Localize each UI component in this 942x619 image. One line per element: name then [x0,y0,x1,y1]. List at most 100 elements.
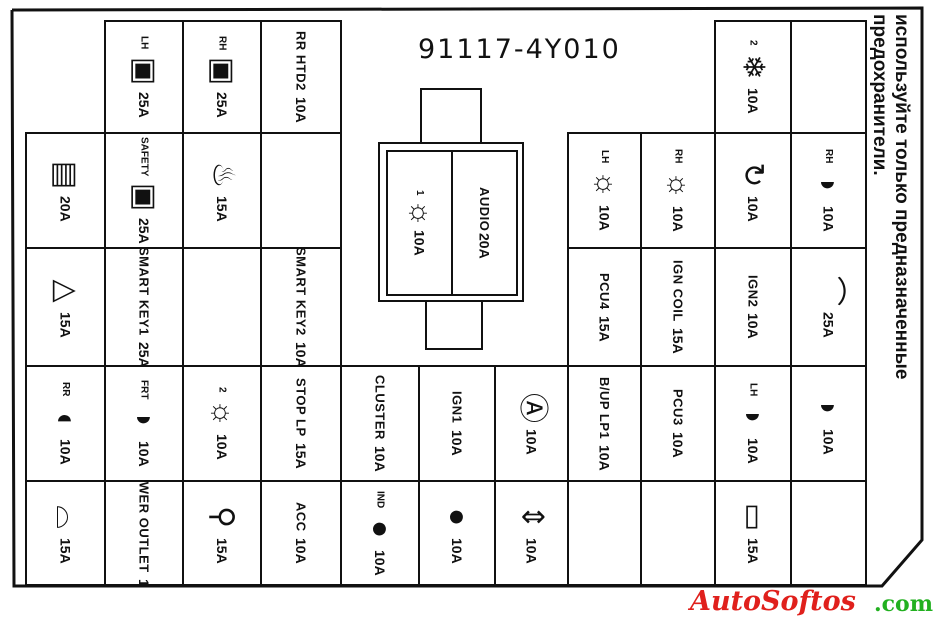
room-lamp-icon: ☼ [206,399,239,428]
fuse-content: FRT◗10A [128,379,161,468]
fuse-content: RH ◗ 10A [813,149,846,232]
fuse-rating: 10A [820,205,837,232]
airbag-icon: ● [441,508,474,527]
fuse-content: ●10A [441,502,474,564]
fuse-label: IGN2 [745,274,761,308]
empty-fuse-slot [790,480,867,586]
fuse-content: LH◗10A [737,382,770,465]
abs-icon: Ⓐ [515,392,549,423]
fuse-content: SAFETY▣25A [127,136,161,244]
fuse-slot: ⌒ 25A [790,247,867,367]
fuse-content: ⚲15A [206,502,239,564]
fuse-content: RR ◖ 10A [50,382,83,465]
shift-arrows-icon: ⇕ [515,504,549,530]
fuse-sublabel: LH [138,36,150,50]
fuse-content: ⌓15A [49,502,82,564]
fuse-label: RR HTD2 [293,31,309,92]
fuse-rating: 15A [596,315,613,342]
fuse-content: △15A [49,276,82,338]
fuse-content: ACC 10A [293,502,309,563]
fuse-content: 2❄10A [736,40,770,113]
fuse-rating: 10A [596,444,613,471]
fuse-rating: 10A [57,438,74,465]
fuse-slot: RH ◗ 10A [790,132,867,249]
empty-fuse-slot [640,480,716,586]
fuse-rating: 15A [670,328,686,354]
empty-fuse-slot [260,132,342,249]
seat-adjust-icon: ⚲ [205,506,239,529]
power-window-icon: ▣ [127,183,161,212]
fuse-rating: 25A [214,92,230,119]
fuse-content: 2☼10A [206,387,239,460]
fuse-label: IGN1 [449,391,465,424]
power-window-icon: ▣ [205,57,239,86]
fuse-rating: 25A [820,312,837,338]
fuse-content: ▭15A [737,502,770,564]
fuse-rating: 10A [372,549,388,576]
fuse-slot: ▭15A [714,480,792,586]
fuse-rating: 10A [293,97,309,123]
fuse-rating: 15A [57,312,74,338]
fuse-slot: LH▣25A [104,20,184,134]
fuse-slot: ◗10A [790,365,867,482]
fuse-sublabel: FRT [138,379,150,400]
fuse-sublabel: LH [747,382,759,397]
fuse-rating: 10A [293,537,309,564]
empty-fuse-slot [790,20,867,134]
fuse-sublabel: SAFETY [138,136,150,177]
fuse-content: LH▣25A [128,36,161,117]
headlamp-icon: ◗ [812,175,846,194]
fuse-content: ↻10A [737,160,770,221]
fuse-slot: LH◗10A [714,365,792,482]
fuse-sublabel: RH [823,149,834,164]
fuse-content: IND●10A [364,491,397,576]
wiper-icon: ⌒ [812,276,846,307]
room-lamp-icon: ☼ [403,199,437,227]
fuse-rating: 15A [214,195,230,222]
fuse-label: ACC [293,502,309,532]
fuse-rating: 10A [136,441,152,468]
fuse-content: RR HTD2 10A [293,31,309,123]
fuse-rating: 25A [136,341,152,367]
fuse-slot: RH ☼ 10A [640,132,716,249]
part-number: 91117-4Y010 [418,34,621,65]
fuse-rating: 10A [745,438,761,465]
fuse-rating: 15A [136,579,152,584]
fuse-slot: RR HTD2 10A [260,20,342,134]
fuse-label: CLUSTER [372,375,388,441]
fuse-sublabel: RR [60,382,71,397]
fuse-content: RH ☼ 10A [662,149,695,232]
fuse-slot: ⌓15A [25,480,106,586]
fuse-warning-note: используйте только предназначенные предо… [869,14,912,380]
fuse-content: ▤20A [49,160,82,221]
fuse-rating: 10A [411,229,428,256]
turn-lamp-icon: ☼ [662,171,695,199]
fuse-content: LH☼10A [588,150,622,231]
fuse-label: STOP LP [293,378,309,437]
fuse-rating: 10A [820,428,837,455]
fuse-slot: IND●10A [340,480,420,586]
fuse-rating: 10A [670,432,686,458]
fuse-rating: 10A [670,205,686,232]
turn-lamp-icon: ☼ [588,170,622,199]
fuse-sublabel: 1 [414,190,425,196]
ac-snowflake-icon: ❄ [736,54,770,80]
fuse-content: ⇕10A [515,502,549,564]
watermark-brand: AutoSoftos [690,586,856,617]
fuse-sublabel: RH [672,149,684,164]
rear-fog-icon: ◖ [49,408,83,427]
fuse-rating: 10A [523,428,540,455]
